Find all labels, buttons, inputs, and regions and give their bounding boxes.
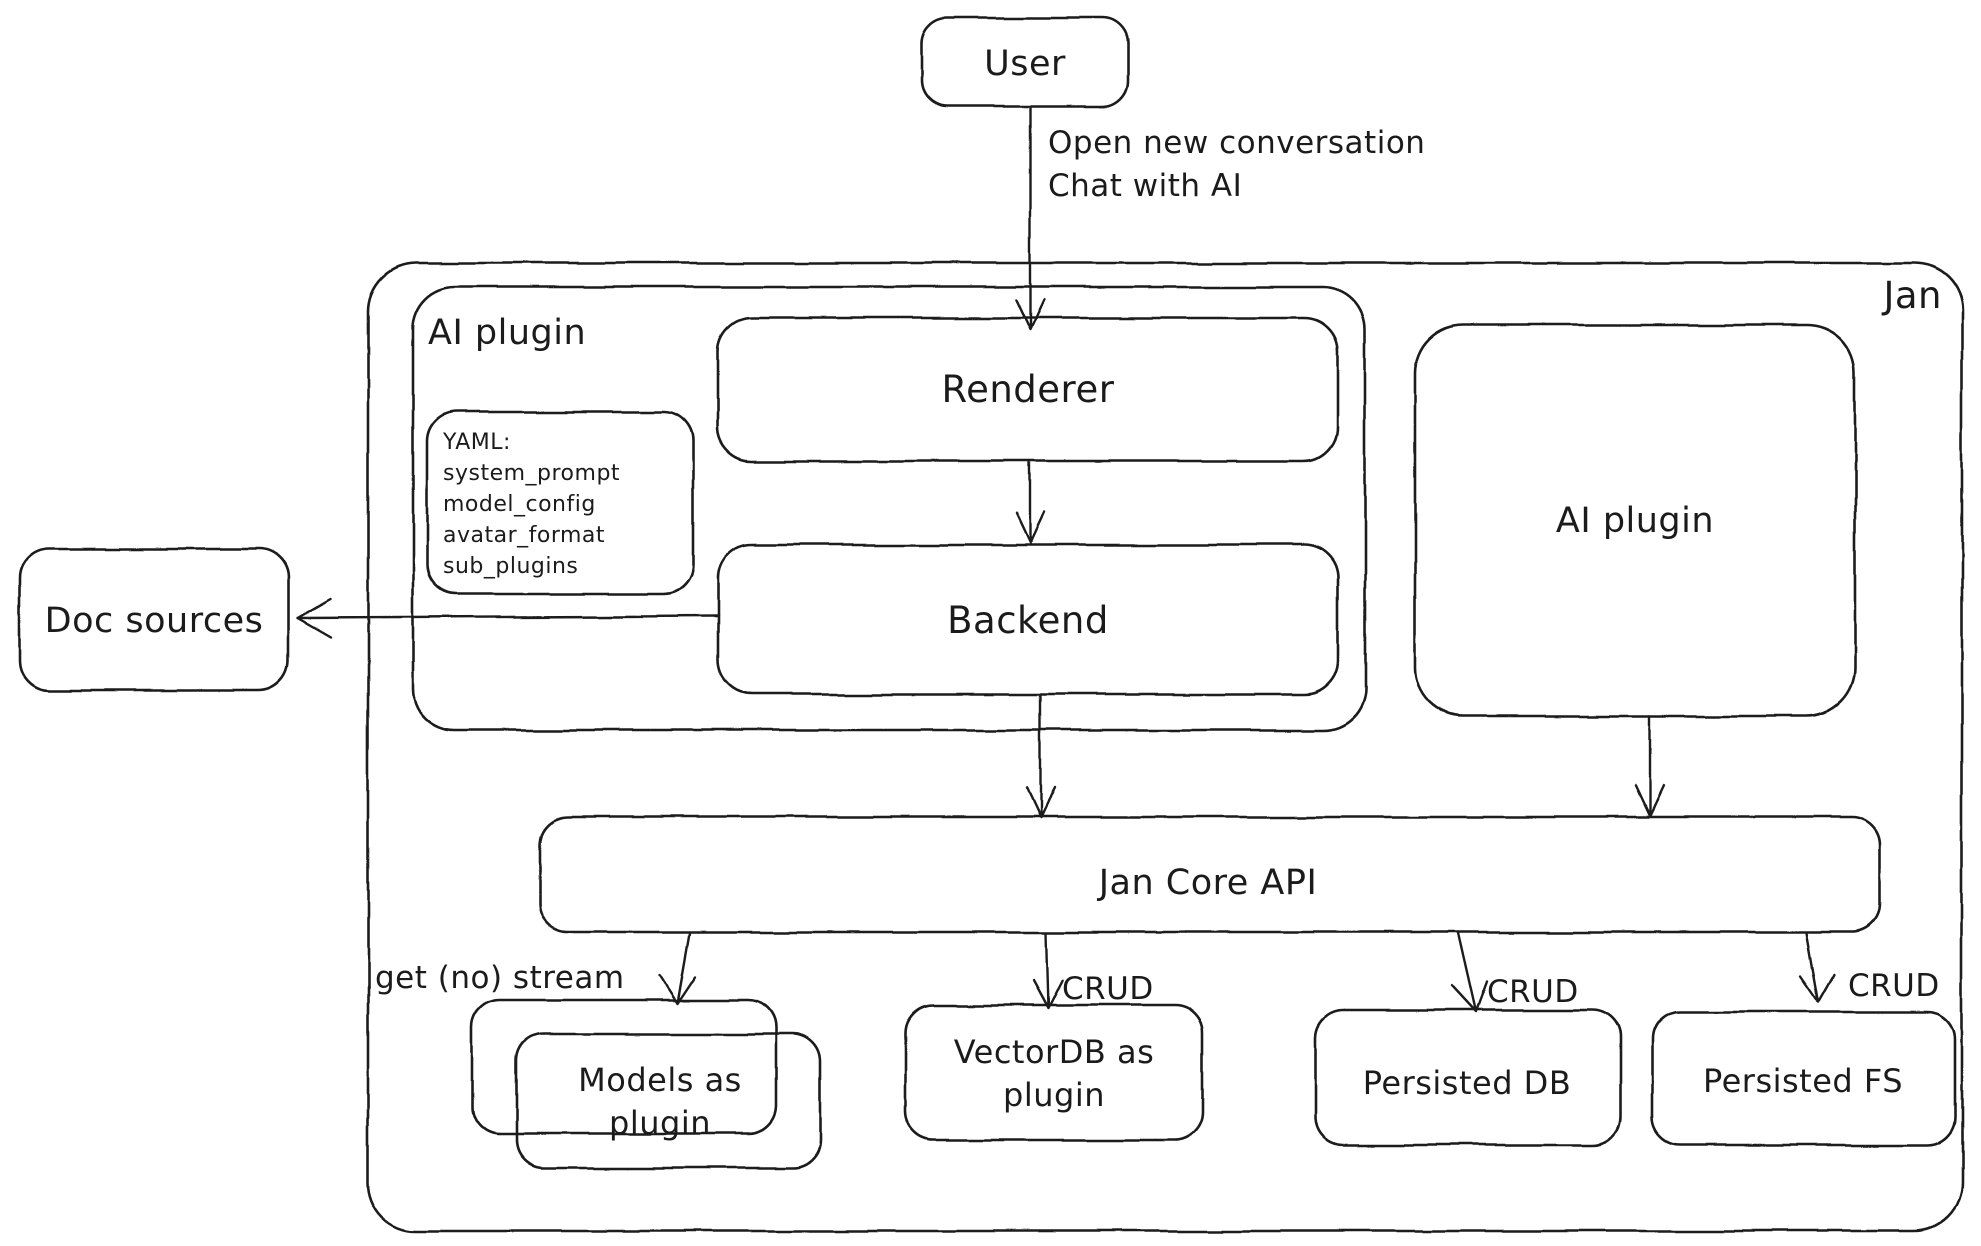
models-as-plugin-label-line: plugin (609, 1104, 711, 1142)
persisted-fs-node (1650, 1010, 1957, 1147)
ai-plugin-right-node (1413, 323, 1857, 718)
vectordb-as-plugin-label-line: plugin (1003, 1076, 1105, 1114)
doc-sources-node (18, 547, 290, 692)
yaml-note-line: system_prompt (443, 461, 620, 486)
arrow-core-to-models (658, 931, 698, 1005)
arrow-core-to-persisted-db (1450, 931, 1489, 1014)
user-node (920, 16, 1130, 108)
edge-label-crud-vectordb: CRUD (1062, 971, 1154, 1007)
arrow-core-to-persisted-fs (1798, 931, 1836, 1004)
models-as-plugin-node-back (470, 998, 778, 1136)
arrow-backend-to-doc-sources (295, 597, 720, 639)
doc-sources-label: Doc sources (45, 601, 264, 641)
persisted-db-label: Persisted DB (1363, 1064, 1572, 1102)
yaml-note-line: avatar_format (443, 523, 605, 548)
arrow-user-to-renderer (1014, 105, 1046, 332)
edge-label-crud-persisted-db: CRUD (1487, 974, 1579, 1010)
persisted-fs-label: Persisted FS (1703, 1062, 1903, 1100)
yaml-note-line: sub_plugins (443, 554, 578, 579)
arrow-core-to-vectordb (1031, 931, 1064, 1010)
renderer-node (716, 316, 1340, 463)
jan-container-label: Jan (1881, 274, 1942, 317)
models-as-plugin-node-front (514, 1032, 822, 1170)
yaml-note-line: YAML: (442, 430, 511, 455)
vectordb-as-plugin-node (903, 1003, 1205, 1142)
persisted-db-node (1313, 1008, 1622, 1147)
diagram-labels: User Open new conversation Chat with AI … (45, 44, 1942, 1142)
renderer-label: Renderer (942, 368, 1115, 411)
models-as-plugin-label-line: Models as (578, 1061, 742, 1099)
vectordb-as-plugin-label-line: VectorDB as (954, 1033, 1155, 1071)
yaml-note-line: model_config (443, 492, 596, 517)
arrow-backend-to-core-api (1024, 692, 1056, 820)
backend-label: Backend (947, 599, 1109, 642)
jan-core-api-node (538, 815, 1882, 934)
ai-plugin-right-label: AI plugin (1556, 501, 1714, 541)
jan-container (366, 261, 1964, 1233)
arrow-renderer-to-backend (1014, 461, 1046, 545)
jan-core-api-label: Jan Core API (1097, 863, 1318, 903)
backend-node (716, 543, 1340, 696)
ai-plugin-container (411, 285, 1367, 732)
user-label: User (984, 44, 1066, 84)
ai-plugin-container-label: AI plugin (428, 313, 586, 353)
edge-label-open-new-conversation: Open new conversation (1048, 125, 1425, 161)
yaml-note-node (425, 410, 695, 596)
edge-label-crud-persisted-fs: CRUD (1848, 968, 1940, 1004)
edge-label-chat-with-ai: Chat with AI (1048, 168, 1242, 204)
arrow-ai-plugin-to-core-api (1634, 714, 1666, 818)
edge-label-get-no-stream: get (no) stream (375, 960, 625, 996)
